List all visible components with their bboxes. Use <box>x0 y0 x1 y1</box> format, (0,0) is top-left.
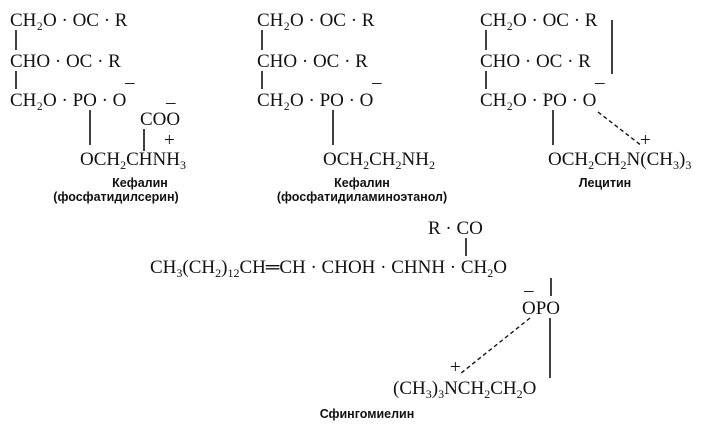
cephalin-serine-row2: CHO · OC · R <box>10 51 121 72</box>
cephalin-serine-row3: CH₂O · PO · O <box>10 90 126 111</box>
lecithin-row2: CHO · OC · R <box>480 51 591 72</box>
lecithin-row3: CH₂O · PO · O <box>480 90 596 111</box>
lecithin-plus: + <box>640 130 651 151</box>
cephalin-ethanolamine-row4: OCH2CH2NH2 <box>323 149 435 172</box>
cephalin-ethanolamine-caption-1: Кефалин <box>334 176 390 190</box>
sphingomyelin-opo: OPO <box>522 298 560 319</box>
sphingomyelin-bottom: (CH3)3NCH2CH2O <box>393 378 536 401</box>
cephalin-ethanolamine-row1: CH₂O · OC · R <box>257 10 375 31</box>
lecithin-ionic-interaction <box>597 111 643 147</box>
cephalin-ethanolamine-structure: CH₂O · OC · R CHO · OC · R CH₂O · PO · O… <box>257 10 447 204</box>
sphingomyelin-plus: + <box>450 357 461 378</box>
cephalin-ethanolamine-row3: CH₂O · PO · O <box>257 90 373 111</box>
cephalin-serine-coo-minus: – <box>165 92 176 113</box>
cephalin-serine-minus-top: – <box>124 72 135 93</box>
lecithin-caption: Лецитин <box>579 176 631 190</box>
cephalin-serine-row1: CH₂O · OC · R <box>10 10 128 31</box>
sphingomyelin-structure: R · CO CH3(CH2)12CH═CH · CHOH · CHNH · C… <box>150 218 560 421</box>
sphingomyelin-rco: R · CO <box>428 218 483 239</box>
cephalin-ethanolamine-minus-top: – <box>371 72 382 93</box>
cephalin-ethanolamine-row2: CHO · OC · R <box>257 51 368 72</box>
lecithin-row1: CH₂O · OC · R <box>480 10 598 31</box>
cephalin-serine-plus: + <box>164 130 175 151</box>
cephalin-serine-row4: OCH2CHNH3 <box>80 149 186 172</box>
sphingomyelin-caption: Сфингомиелин <box>320 407 415 421</box>
lecithin-minus-top: – <box>594 72 605 93</box>
cephalin-serine-coo: COO <box>140 109 180 130</box>
cephalin-ethanolamine-caption-2: (фосфатидиламиноэтанол) <box>277 190 447 204</box>
lecithin-structure: CH₂O · OC · R CHO · OC · R CH₂O · PO · O… <box>480 10 691 190</box>
sphingomyelin-chain: CH3(CH2)12CH═CH · CHOH · CHNH · CH2O <box>150 257 507 280</box>
sphingomyelin-minus: – <box>523 280 534 301</box>
cephalin-serine-caption-2: (фосфатидилсерин) <box>53 190 178 204</box>
cephalin-serine-caption-1: Кефалин <box>112 176 168 190</box>
cephalin-serine-structure: CH₂O · OC · R CHO · OC · R CH₂O · PO · O… <box>10 10 186 204</box>
sphingomyelin-ionic-interaction <box>459 317 531 375</box>
lecithin-row4: OCH2CH2N(CH3)3 <box>548 149 691 172</box>
